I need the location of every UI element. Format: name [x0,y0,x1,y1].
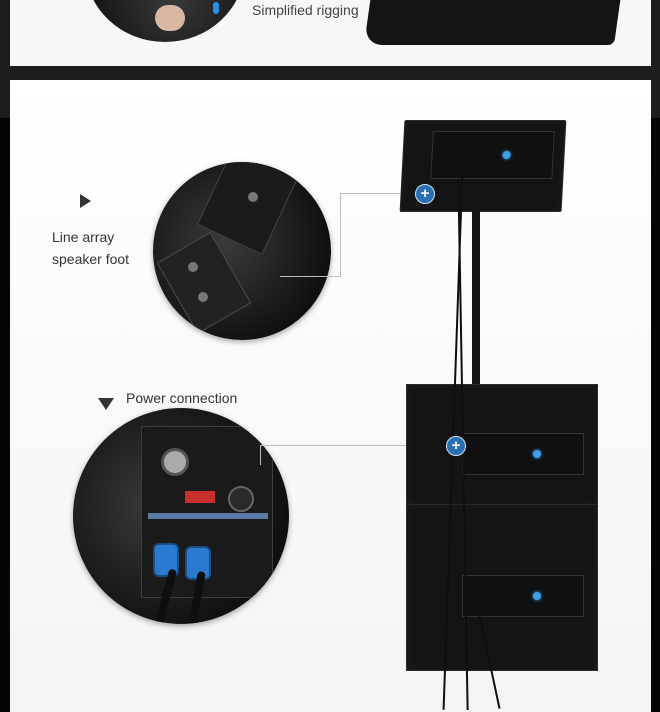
status-led [533,450,541,458]
leader-line [280,276,340,277]
subwoofer-top-image [406,384,598,506]
main-feature-panel: Line array speaker foot Power connection [10,80,651,712]
plus-icon[interactable]: + [446,436,466,456]
status-led [533,592,541,600]
leader-line [260,445,261,465]
volume-knob [228,486,254,512]
foot-label-line2: speaker foot [52,251,130,267]
foot-label-line1: Line array [52,229,115,245]
subwoofer-bottom-image [406,504,598,671]
plus-icon[interactable]: + [415,184,435,204]
power-connection-detail-image [73,408,289,624]
blue-led [213,2,219,14]
bracket-plate [156,231,252,335]
leader-line [340,193,414,194]
bolt [198,292,208,302]
triangle-down-icon [98,398,114,410]
amplifier-plate [462,575,584,617]
triangle-right-icon [80,194,91,208]
bolt [248,192,258,202]
amplifier-plate [462,433,584,475]
leader-line [260,445,455,446]
foot-label: Line array speaker foot [52,226,129,270]
rigging-detail-image [85,0,245,42]
bolt [188,262,198,272]
speaker-foot-detail-image [153,162,331,340]
xlr-connector [161,448,189,476]
speaker-box-image [364,0,626,45]
rigging-caption: Simplified rigging [252,2,359,18]
brand-logo [185,491,215,503]
status-led [502,151,511,159]
leader-line [340,193,341,277]
power-label: Power connection [126,390,238,406]
hand-image [155,5,185,31]
speaker-pole [472,210,480,384]
amplifier-plate [430,131,555,179]
info-strip [148,513,268,519]
top-feature-panel: Simplified rigging [10,0,651,66]
